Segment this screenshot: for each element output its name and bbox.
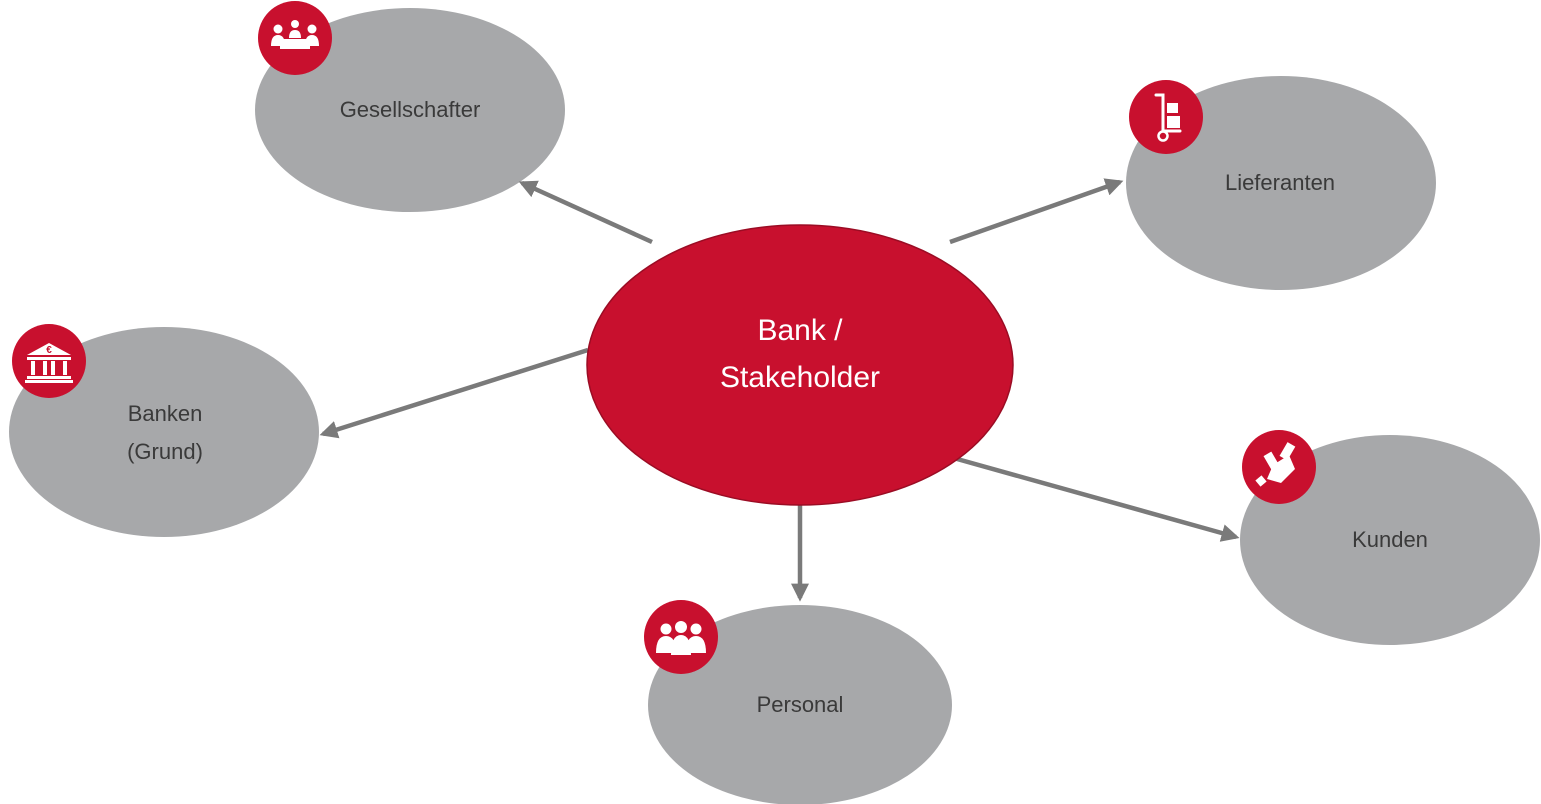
hand-truck-icon bbox=[1129, 80, 1203, 154]
svg-text:€: € bbox=[46, 345, 52, 356]
node-personal bbox=[648, 605, 952, 804]
arrow-to-kunden bbox=[949, 454, 1240, 542]
arrow-to-gesellschafter bbox=[518, 180, 653, 245]
center-label-line2: Stakeholder bbox=[720, 361, 880, 394]
label-banken-line2: (Grund) bbox=[127, 439, 203, 464]
team-icon bbox=[644, 600, 718, 674]
center-label-line1: Bank / bbox=[757, 314, 843, 347]
node-gesellschafter bbox=[255, 8, 565, 212]
arrow-to-lieferanten bbox=[949, 178, 1124, 245]
node-banken bbox=[9, 327, 319, 537]
label-lieferanten: Lieferanten bbox=[1225, 170, 1335, 195]
arrow-to-banken bbox=[319, 347, 589, 439]
label-banken-line1: Banken bbox=[128, 401, 203, 426]
meeting-icon bbox=[258, 1, 332, 75]
node-kunden bbox=[1240, 435, 1540, 645]
label-personal: Personal bbox=[757, 692, 844, 717]
label-gesellschafter: Gesellschafter bbox=[340, 97, 481, 122]
bank-icon: € bbox=[12, 324, 86, 398]
node-lieferanten bbox=[1126, 76, 1436, 290]
center-node bbox=[586, 224, 1014, 506]
label-kunden: Kunden bbox=[1352, 527, 1428, 552]
handshake-icon bbox=[1242, 430, 1316, 504]
